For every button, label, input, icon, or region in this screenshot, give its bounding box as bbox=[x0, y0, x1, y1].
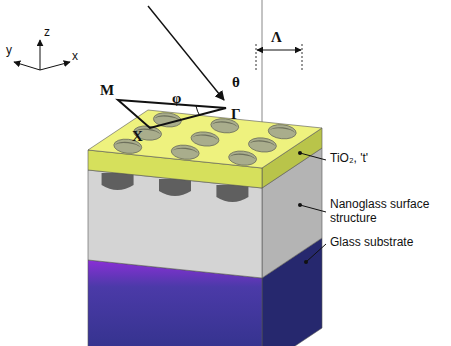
incident-ray bbox=[148, 6, 224, 100]
axis-label: y bbox=[6, 44, 12, 58]
axis bbox=[14, 62, 40, 70]
point-label: Γ bbox=[231, 106, 241, 123]
dimension-line bbox=[257, 50, 301, 51]
hole bbox=[190, 131, 219, 148]
dimension-tick bbox=[302, 44, 303, 72]
layer-label: Glass substrate bbox=[330, 236, 413, 250]
pillar bbox=[159, 179, 191, 196]
axis-label: x bbox=[72, 50, 78, 64]
axis bbox=[40, 40, 41, 70]
layer-label: TiO₂, 't' bbox=[330, 152, 368, 166]
angle-label: φ bbox=[172, 90, 181, 107]
dimension-tick bbox=[256, 44, 257, 72]
hole bbox=[268, 123, 297, 140]
leader-line bbox=[306, 244, 326, 262]
axis-label: z bbox=[44, 26, 50, 40]
nanoglass-layer-front bbox=[88, 170, 262, 278]
leader-line bbox=[300, 205, 326, 212]
leader-line bbox=[300, 153, 326, 160]
hole bbox=[171, 144, 200, 161]
tio2-top bbox=[88, 110, 322, 168]
point-label: M bbox=[100, 82, 114, 99]
pillar bbox=[102, 173, 134, 190]
dimension-label: Λ bbox=[271, 29, 282, 46]
layer-label: Nanoglass surface structure bbox=[330, 198, 442, 226]
point-label: X bbox=[132, 128, 143, 145]
axis bbox=[40, 62, 70, 70]
leader-dot bbox=[304, 260, 308, 264]
leader-dot bbox=[298, 203, 302, 207]
leader-dot bbox=[298, 151, 302, 155]
phi-arc bbox=[196, 106, 200, 116]
angle-label: θ bbox=[232, 74, 240, 91]
hole bbox=[228, 150, 257, 167]
pillar bbox=[216, 185, 248, 202]
hole bbox=[248, 137, 277, 154]
